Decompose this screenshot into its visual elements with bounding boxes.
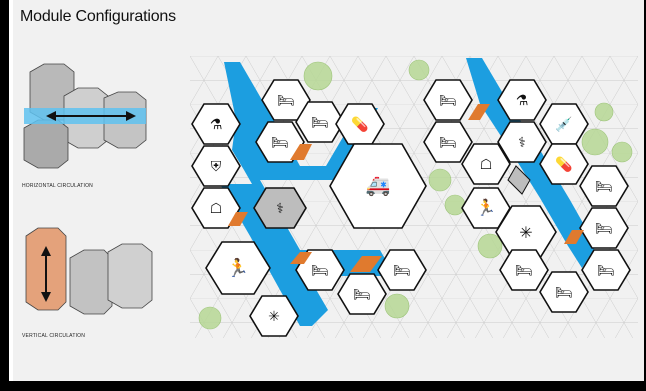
stairs-patch-4 [350,256,382,272]
stairs-patch-6 [564,230,584,244]
module-bed-6 [337,273,387,315]
lab-icon: ⚗ [516,93,529,109]
running-icon: 🏃 [476,198,496,217]
module-bed-7 [423,79,473,121]
module-bed-13 [539,271,589,313]
module-bed-12 [581,249,631,291]
network-icon: ✳ [268,309,280,325]
stairs-patch-1 [290,144,312,160]
kitchen-icon: ☖ [480,157,493,173]
module-shared-grey [253,187,307,229]
module-meeting [191,187,241,229]
vertical-circulation-caption: VERTICAL CIRCULATION [22,333,86,339]
running-icon: 🏃 [227,257,249,279]
stethoscope-icon: ⚕ [276,201,284,217]
module-bed-4 [295,249,345,291]
stairs-patch-3 [290,252,312,264]
left-plan-modules [191,79,427,337]
right-plan-modules [423,79,631,313]
network-icon: ✳ [519,223,532,242]
horizontal-circulation-caption: HORIZONTAL CIRCULATION [22,183,93,189]
module-bed-8 [423,121,473,163]
circulation-band-right [466,58,596,268]
meeting-icon: ☖ [210,201,223,217]
module-shared-grey-2 [507,165,531,195]
bed-icon: 🛏 [595,179,613,195]
module-bed-1 [261,79,311,121]
page-title: Module Configurations [20,8,176,25]
vertical-circulation-thumbnail [25,227,153,315]
module-pill [335,103,385,145]
bed-icon: 🛏 [311,115,329,131]
module-stethoscope [497,121,547,163]
module-pill-2 [539,143,589,185]
syringe-icon: 💉 [555,116,572,133]
module-network-1 [249,295,299,337]
module-bed-9 [579,165,629,207]
bed-icon: 🛏 [515,263,533,279]
module-ambulance [329,143,427,229]
bed-icon: 🛏 [597,263,615,279]
module-bed-11 [499,249,549,291]
pill-icon: 💊 [555,155,573,173]
stairs-patch-5 [468,104,490,120]
pill-icon: 💊 [351,115,369,133]
shield-icon: ⛨ [211,159,222,175]
module-kitchen [461,143,511,185]
module-lab-2 [497,79,547,121]
module-bed-10 [579,207,629,249]
bed-icon: 🛏 [555,285,573,301]
horizontal-circulation-thumbnail [23,63,147,169]
module-bed-5 [377,249,427,291]
bed-icon: 🛏 [439,93,457,109]
stethoscope-icon: ⚕ [518,135,526,151]
bed-icon: 🛏 [271,135,289,151]
bed-icon: 🛏 [277,93,295,109]
bed-icon: 🛏 [393,263,411,279]
bed-icon: 🛏 [311,263,329,279]
bed-icon: 🛏 [353,287,371,303]
ambulance-icon: 🚑 [366,173,391,197]
bed-icon: 🛏 [439,135,457,151]
module-lab-1 [191,103,241,145]
lab-icon: ⚗ [210,117,223,133]
module-running [205,241,271,295]
module-icons: 🛏 ⚗ 🛏 🛏 💊 ⛨ ☖ ⚕ 🚑 🏃 🛏 🛏 🛏 ✳ 🛏 ⚗ 🛏 💉 ⚕ ☖ … [210,93,615,325]
module-bed-3 [255,121,305,163]
stairs-patch-2 [228,212,248,226]
module-shield [191,145,241,187]
bed-icon: 🛏 [595,221,613,237]
